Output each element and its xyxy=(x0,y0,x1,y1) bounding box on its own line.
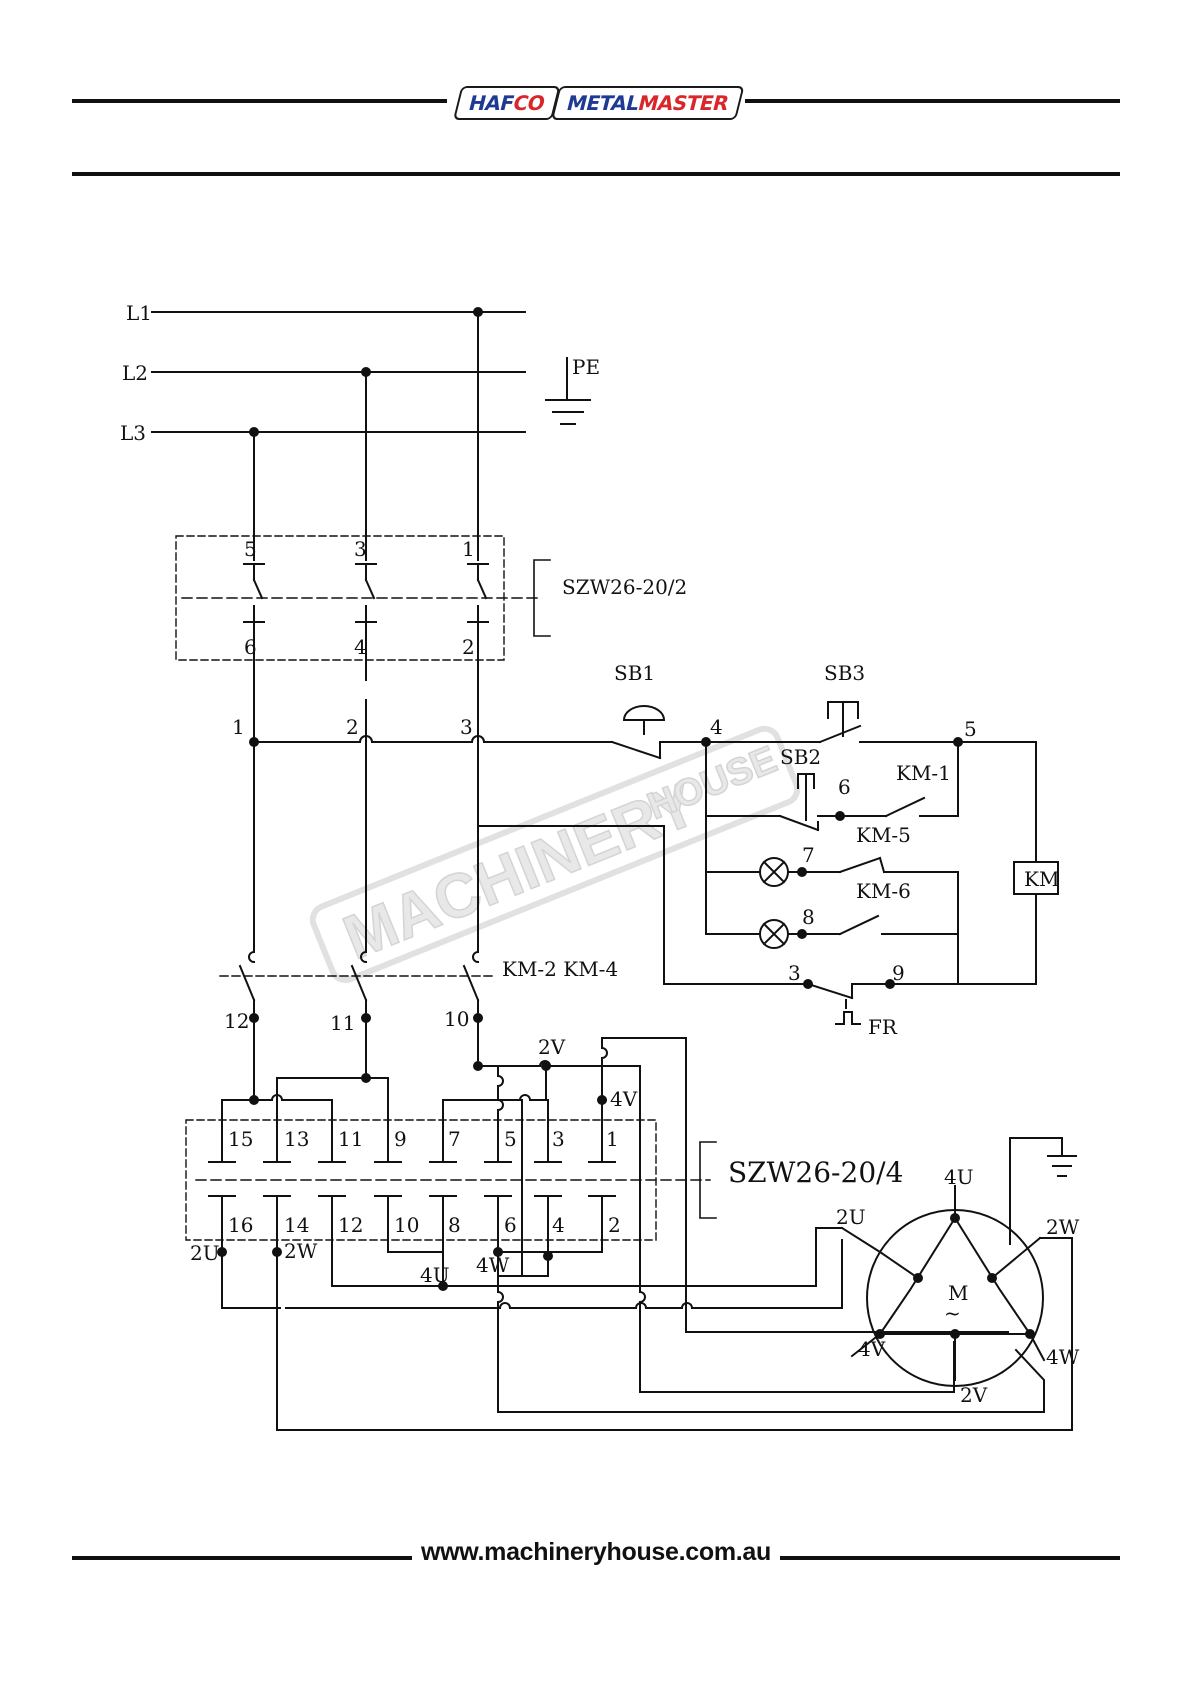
speed-bottom-10: 10 xyxy=(394,1213,419,1237)
motor-2w: 2W xyxy=(1046,1215,1080,1239)
label-km-coil: KM xyxy=(1024,867,1059,891)
speed-top-1: 1 xyxy=(606,1127,619,1151)
label-km1: KM-1 xyxy=(896,761,951,785)
label-l3: L3 xyxy=(120,421,146,445)
sb3-start-button-icon xyxy=(820,702,860,742)
footer-url[interactable]: www.machineryhouse.com.au xyxy=(415,1538,777,1566)
km6-contact xyxy=(840,916,890,934)
node-10: 10 xyxy=(444,1007,469,1031)
label-l1: L1 xyxy=(126,301,152,325)
motor-2v: 2V xyxy=(960,1383,988,1407)
main-bottom-terminal-2: 2 xyxy=(462,635,475,659)
label-l2: L2 xyxy=(122,361,148,385)
main-switch-model: SZW26-20/2 xyxy=(562,575,687,599)
wire-4u: 4U xyxy=(420,1263,450,1287)
main-bottom-terminal-6: 6 xyxy=(244,635,257,659)
wire-2u: 2U xyxy=(190,1241,220,1265)
speed-bottom-6: 6 xyxy=(504,1213,517,1237)
wire-2v-top: 2V xyxy=(538,1035,566,1059)
speed-top-15: 15 xyxy=(228,1127,253,1151)
motor-2u: 2U xyxy=(836,1205,866,1229)
speed-top-11: 11 xyxy=(338,1127,363,1151)
node-4: 4 xyxy=(710,715,723,739)
label-fr: FR xyxy=(868,1015,898,1039)
speed-top-9: 9 xyxy=(394,1127,407,1151)
main-top-terminal-5: 5 xyxy=(244,537,257,561)
node-6: 6 xyxy=(838,775,851,799)
node-3b: 3 xyxy=(788,961,801,985)
label-contactor: KM-2 KM-4 xyxy=(502,957,618,981)
speed-bottom-4: 4 xyxy=(552,1213,565,1237)
speed-bottom-16: 16 xyxy=(228,1213,253,1237)
wire-4v-top: 4V xyxy=(610,1087,638,1111)
speed-top-3: 3 xyxy=(552,1127,565,1151)
motor-tilde: ~ xyxy=(944,1301,961,1325)
node-3: 3 xyxy=(460,715,473,739)
sb1-stop-button-icon xyxy=(612,706,664,758)
speed-top-5: 5 xyxy=(504,1127,517,1151)
node-12: 12 xyxy=(224,1009,249,1033)
node-2: 2 xyxy=(346,715,359,739)
node-7: 7 xyxy=(802,843,815,867)
fr-overload-icon xyxy=(808,984,860,1024)
km5-contact xyxy=(840,858,884,872)
main-bottom-terminal-4: 4 xyxy=(354,635,367,659)
main-top-terminal-1: 1 xyxy=(462,537,475,561)
label-km5: KM-5 xyxy=(856,823,911,847)
motor-4w: 4W xyxy=(1046,1345,1080,1369)
watermark: MACHINERY HOUSE xyxy=(309,725,802,985)
label-sb1: SB1 xyxy=(614,661,655,685)
footer: www.machineryhouse.com.au xyxy=(0,1538,1192,1567)
speed-bottom-14: 14 xyxy=(284,1213,309,1237)
wire-4w: 4W xyxy=(476,1253,510,1277)
motor-4u: 4U xyxy=(944,1165,974,1189)
node-9: 9 xyxy=(892,961,905,985)
wire-2w: 2W xyxy=(284,1239,318,1263)
speed-bottom-8: 8 xyxy=(448,1213,461,1237)
speed-top-13: 13 xyxy=(284,1127,309,1151)
speed-switch-model: SZW26-20/4 xyxy=(728,1156,903,1189)
speed-top-7: 7 xyxy=(448,1127,461,1151)
node-1: 1 xyxy=(232,715,245,739)
label-sb2: SB2 xyxy=(780,745,821,769)
label-pe: PE xyxy=(572,355,600,379)
label-sb3: SB3 xyxy=(824,661,865,685)
speed-bottom-12: 12 xyxy=(338,1213,363,1237)
lamp-8-icon xyxy=(760,920,788,948)
node-11: 11 xyxy=(330,1011,355,1035)
main-top-terminal-3: 3 xyxy=(354,537,367,561)
node-5: 5 xyxy=(964,717,977,741)
motor-4v: 4V xyxy=(858,1337,886,1361)
label-km6: KM-6 xyxy=(856,879,911,903)
node-8: 8 xyxy=(802,905,815,929)
main-switch-poles xyxy=(244,564,488,680)
speed-bottom-2: 2 xyxy=(608,1213,621,1237)
lamp-7-icon xyxy=(760,858,788,886)
